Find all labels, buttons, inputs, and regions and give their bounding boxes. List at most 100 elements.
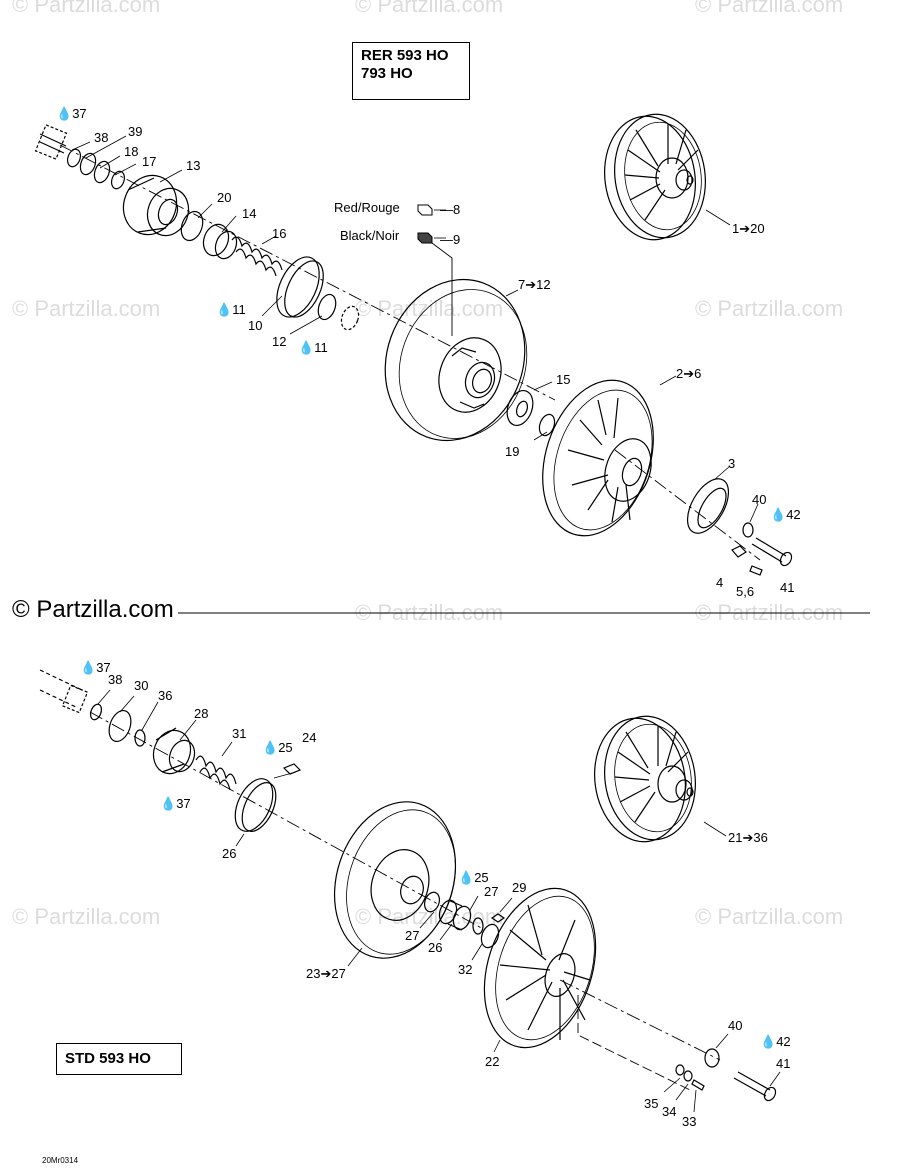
fixed-sheave-7-12 (384, 278, 528, 442)
washer-15 (506, 389, 534, 427)
label-b26b: 26 (428, 940, 443, 955)
label-39: 39 (128, 124, 143, 139)
label-b33: 33 (682, 1114, 697, 1129)
label-1-20: 1➔20 (732, 221, 765, 236)
leader-lines-top (71, 135, 759, 523)
bushing-14 (202, 223, 238, 260)
washer-39 (79, 152, 97, 176)
label-b37b: 💧37 (160, 796, 191, 811)
label-37: 💧37 (56, 106, 87, 121)
watermark: © Partzilla.com (12, 0, 161, 17)
axis-top-2 (614, 449, 761, 561)
screw-5-6 (749, 565, 763, 576)
label-16: 16 (272, 226, 287, 241)
drawing-code: 20Mr0314 (42, 1156, 79, 1165)
slider-24 (282, 763, 302, 775)
assembly-1-20 (604, 113, 706, 241)
label-b22: 22 (485, 1054, 500, 1069)
ring-27-a (423, 891, 441, 913)
partzilla-logo: © Partzilla.com (12, 596, 178, 624)
label-b42: 💧42 (760, 1034, 791, 1049)
shaft-stub-top (34, 124, 68, 160)
label-2-6: 2➔6 (676, 366, 702, 381)
axis-top (59, 144, 556, 401)
ring-32 (480, 923, 500, 949)
label-b41: 41 (776, 1056, 791, 1071)
washer-40 (742, 522, 754, 538)
label-13: 13 (186, 158, 201, 173)
ring-20 (180, 210, 204, 242)
label-3: 3 (728, 456, 736, 471)
label-b38: 38 (108, 672, 123, 687)
label-11a: 💧11 (216, 302, 246, 317)
label-9: —9 (440, 232, 461, 247)
ring-18 (93, 160, 111, 184)
label-b32: 32 (458, 962, 473, 977)
watermark: © Partzilla.com (355, 296, 504, 321)
label-b25a: 💧25 (262, 740, 293, 755)
label-38: 38 (94, 130, 109, 145)
label-12: 12 (272, 334, 287, 349)
black-plug-icon (417, 232, 433, 244)
washer-38-b (89, 703, 103, 721)
legend-black: Black/Noir (340, 228, 400, 243)
label-18: 18 (124, 144, 139, 159)
label-b34: 34 (662, 1104, 677, 1119)
label-15: 15 (556, 372, 571, 387)
ring-30 (108, 709, 132, 743)
washer-40-b (704, 1048, 720, 1068)
axis-bottom-3 (577, 995, 691, 1091)
model-line-1: RER 593 HO (361, 47, 449, 64)
label-20: 20 (217, 190, 232, 205)
model-box-bottom: STD 593 HO (56, 1043, 182, 1075)
washer-35 (675, 1064, 685, 1076)
label-b24: 24 (302, 730, 317, 745)
label-42: 💧42 (770, 507, 801, 522)
shaft-stub-bottom (39, 669, 89, 714)
label-17: 17 (142, 154, 157, 169)
watermark: © Partzilla.com (12, 904, 161, 929)
cam-28 (152, 727, 196, 775)
label-7-12: 7➔12 (518, 277, 551, 292)
watermark: © Partzilla.com (355, 904, 504, 929)
label-8: —8 (440, 202, 461, 217)
label-b23-27: 23➔27 (306, 966, 346, 981)
plate-3 (686, 478, 730, 534)
red-plug-icon (417, 204, 433, 216)
label-b27b: 27 (405, 928, 420, 943)
assembly-21-36 (594, 715, 696, 843)
cam-13 (122, 174, 190, 237)
bushing-11 (340, 305, 360, 331)
label-b40: 40 (728, 1018, 743, 1033)
label-b25b: 💧25 (458, 870, 489, 885)
label-b26a: 26 (222, 846, 237, 861)
ring-10 (276, 256, 324, 318)
watermark: © Partzilla.com (355, 0, 504, 17)
spring-31 (195, 755, 237, 791)
nut-4 (731, 545, 747, 558)
ring-12 (317, 293, 337, 321)
axis-bottom (89, 711, 486, 931)
ring-19 (538, 413, 556, 437)
watermark: © Partzilla.com (695, 904, 844, 929)
bolt-41-b (733, 1071, 777, 1102)
model-box-top: RER 593 HO 793 HO (352, 42, 470, 100)
label-41: 41 (780, 580, 795, 595)
label-11b: 💧11 (298, 340, 328, 355)
ring-27-b (472, 917, 484, 935)
label-40: 40 (752, 492, 767, 507)
leader-lines-bottom (97, 689, 781, 1113)
label-b30: 30 (134, 678, 149, 693)
label-4: 4 (716, 575, 724, 590)
key-29 (490, 913, 506, 923)
bolt-41 (751, 537, 793, 567)
screw-33 (691, 1079, 705, 1091)
label-b21-36: 21➔36 (728, 830, 768, 845)
label-b35: 35 (644, 1096, 659, 1111)
label-b31: 31 (232, 726, 247, 741)
model-line-2: 793 HO (361, 65, 413, 82)
washer-36 (134, 729, 146, 747)
ring-17 (110, 170, 126, 190)
label-14: 14 (242, 206, 257, 221)
